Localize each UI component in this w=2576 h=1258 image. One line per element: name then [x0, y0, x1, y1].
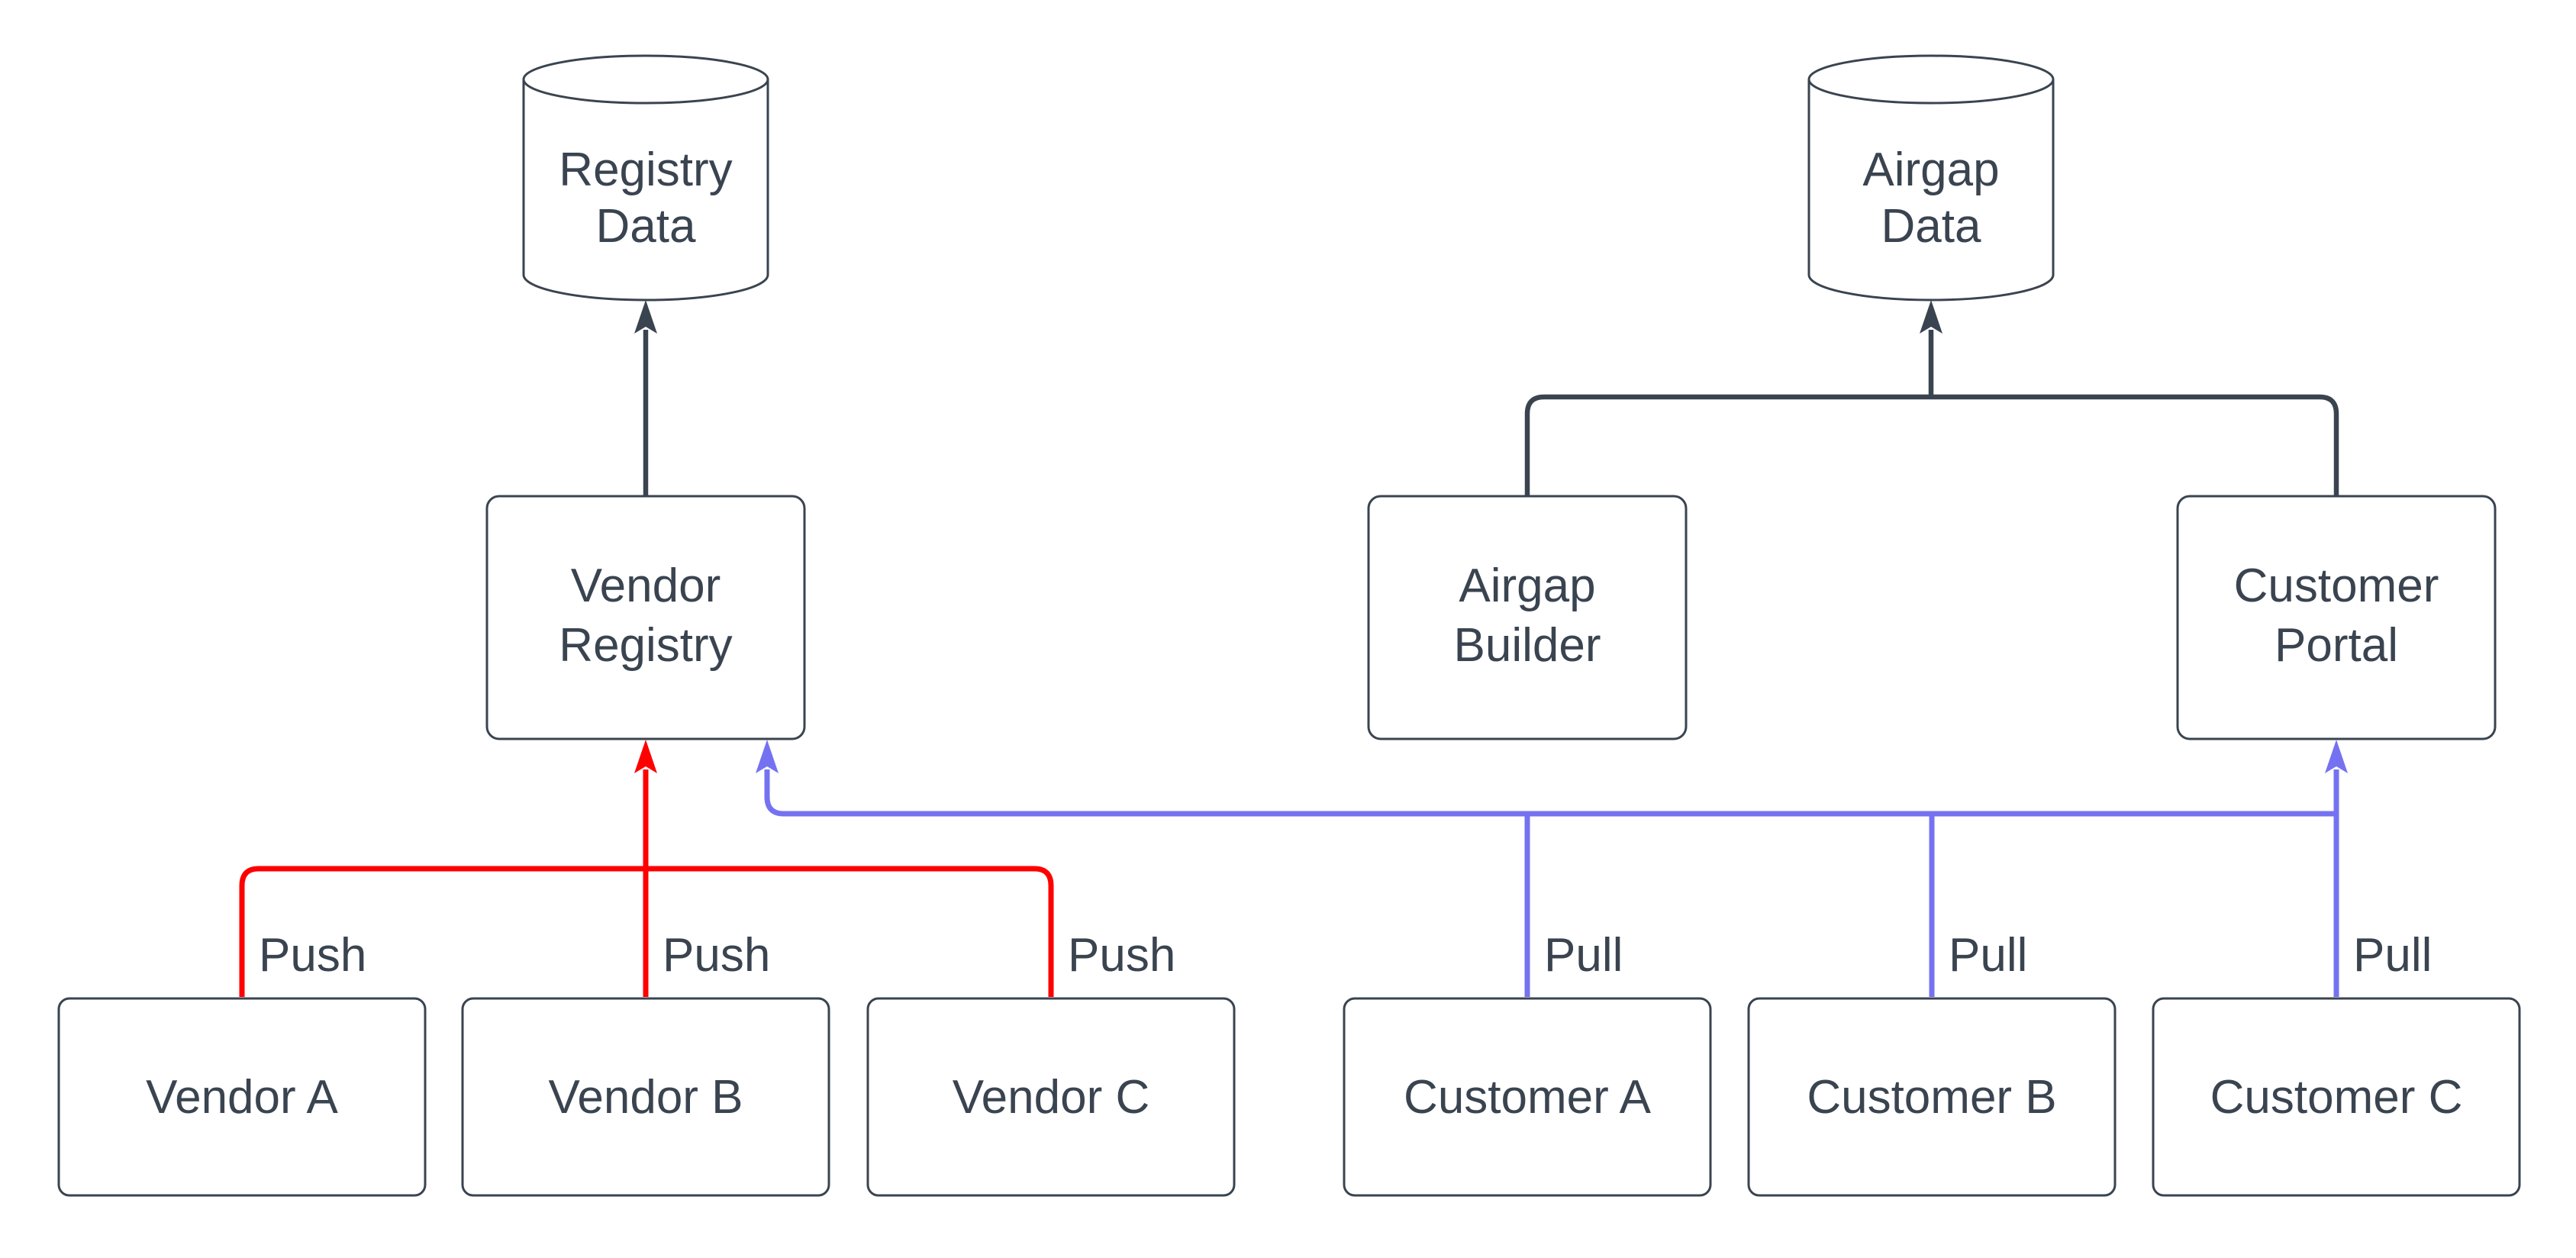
vendor-b-box — [461, 997, 830, 1197]
arrowhead-push-vendor-registry — [634, 740, 657, 773]
node-vendor-registry: Vendor Registry — [485, 495, 806, 740]
customer-a-box — [1343, 997, 1712, 1197]
airgap-data-cylinder-top — [1807, 54, 2055, 105]
airgap-builder-label-line2: Builder — [1454, 619, 1601, 672]
airgap-builder-box — [1367, 495, 1688, 740]
vendor-a-box — [57, 997, 427, 1197]
node-customer-portal: Customer Portal — [2176, 495, 2497, 740]
registry-data-label-line2: Data — [596, 200, 696, 253]
node-vendor-a: Vendor A — [57, 997, 427, 1197]
customer-portal-box — [2176, 495, 2497, 740]
node-registry-data: Registry Data — [522, 54, 769, 302]
node-vendor-c: Vendor C — [866, 997, 1236, 1197]
customer-c-label: Customer C — [2210, 1071, 2463, 1124]
push-label-vendor-a: Push — [259, 929, 366, 982]
push-label-vendor-b: Push — [663, 929, 770, 982]
customer-portal-label-line1: Customer — [2234, 560, 2439, 612]
airgap-data-label-line1: Airgap — [1862, 144, 1999, 196]
vendor-registry-box — [485, 495, 806, 740]
customer-c-box — [2152, 997, 2521, 1197]
registry-data-label-line1: Registry — [559, 144, 732, 196]
vendor-registry-label-line2: Registry — [559, 619, 732, 672]
edge-pull-trunk — [764, 769, 2336, 817]
node-customer-b: Customer B — [1747, 997, 2117, 1197]
customer-b-box — [1747, 997, 2117, 1197]
edge-layer — [239, 300, 2348, 997]
pull-label-customer-b: Pull — [1949, 929, 2027, 982]
vendor-registry-label-line1: Vendor — [571, 560, 721, 612]
registry-data-cylinder-top — [522, 54, 769, 105]
customer-b-label: Customer B — [1807, 1071, 2056, 1124]
customer-portal-label-line2: Portal — [2275, 619, 2398, 672]
node-layer: Registry Data Airgap Data Vendor Registr… — [57, 54, 2521, 1197]
vendor-c-box — [866, 997, 1236, 1197]
arrowhead-pull-customer-portal — [2325, 740, 2348, 773]
vendor-c-label: Vendor C — [953, 1071, 1150, 1124]
edge-builder-portal-trunk — [1524, 394, 2339, 496]
edge-label-layer: Push Push Push Pull Pull Pull — [259, 929, 2432, 982]
pull-label-customer-a: Pull — [1544, 929, 1623, 982]
airgap-builder-label-line1: Airgap — [1459, 560, 1595, 612]
customer-a-label: Customer A — [1404, 1071, 1652, 1124]
node-airgap-data: Airgap Data — [1807, 54, 2055, 302]
arrowhead-pull-vendor-registry — [756, 740, 779, 773]
vendor-a-label: Vendor A — [146, 1071, 338, 1124]
push-label-vendor-c: Push — [1068, 929, 1175, 982]
node-airgap-builder: Airgap Builder — [1367, 495, 1688, 740]
vendor-b-label: Vendor B — [548, 1071, 743, 1124]
airgap-data-cylinder-body — [1807, 79, 2055, 302]
registry-data-cylinder-body — [522, 79, 769, 302]
arrowhead-airgap-data — [1920, 300, 1942, 334]
node-customer-a: Customer A — [1343, 997, 1712, 1197]
node-customer-c: Customer C — [2152, 997, 2521, 1197]
pull-label-customer-c: Pull — [2353, 929, 2432, 982]
airgap-data-label-line2: Data — [1881, 200, 1981, 253]
node-vendor-b: Vendor B — [461, 997, 830, 1197]
arrowhead-registry-data — [634, 300, 657, 334]
